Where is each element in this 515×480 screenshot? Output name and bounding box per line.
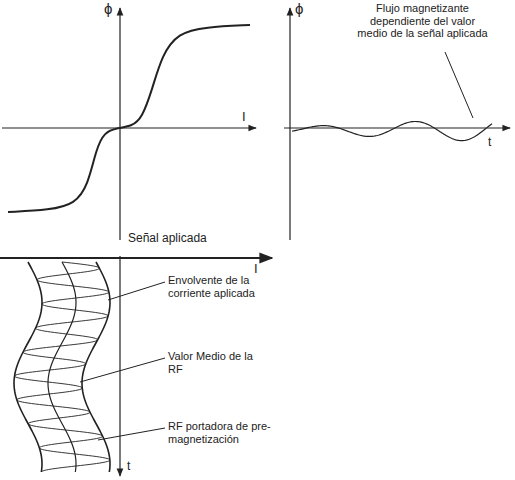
callout-text: Flujo magnetizante dependiente del valor… xyxy=(355,2,490,40)
flux-wave xyxy=(292,121,492,140)
callout-text: RF portadora de pre-magnetización xyxy=(168,420,308,445)
leader-line xyxy=(445,52,473,118)
time-axis xyxy=(119,256,120,476)
magnetization-curve xyxy=(8,25,250,212)
envelope-line xyxy=(14,262,42,472)
callout-text: Envolvente de la corriente aplicada xyxy=(168,274,273,299)
axis-title: Señal aplicada xyxy=(128,232,207,246)
current-axis xyxy=(2,127,256,128)
current-axis xyxy=(0,257,272,259)
axis-label: I xyxy=(242,110,246,125)
phi-axis xyxy=(119,8,120,240)
axis-label: ϕ xyxy=(104,0,112,17)
axis-label: I xyxy=(254,262,258,277)
axis-label: t xyxy=(488,136,491,150)
leader-line xyxy=(98,428,165,440)
leader-line xyxy=(108,282,165,300)
leader-line xyxy=(80,358,165,382)
callout-text: Valor Medio de la RF xyxy=(168,350,263,375)
rf-carrier xyxy=(15,262,110,472)
axis-label: t xyxy=(127,460,130,474)
phi-axis xyxy=(289,8,290,240)
axis-label: ϕ xyxy=(295,0,303,17)
